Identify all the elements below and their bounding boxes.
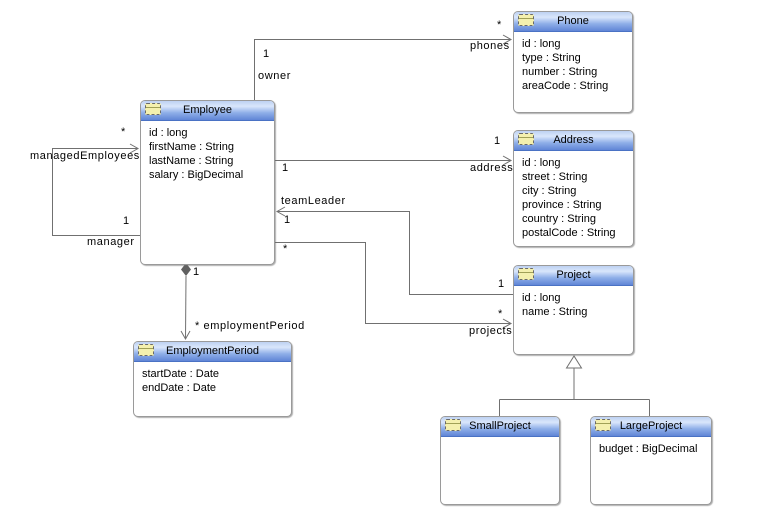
attribute: province : String — [522, 199, 602, 211]
class-project-header: Project — [514, 266, 633, 286]
attribute: type : String — [522, 52, 581, 64]
class-project[interactable]: Project id : long name : String — [513, 265, 634, 355]
open-arrow-icon — [180, 330, 191, 341]
attribute: street : String — [522, 171, 588, 183]
class-small-project-title: SmallProject — [469, 420, 531, 432]
association-phones[interactable] — [254, 34, 513, 100]
class-small-project[interactable]: SmallProject — [440, 416, 560, 505]
class-employee-header: Employee — [141, 101, 274, 121]
aggregation-employment-period[interactable] — [180, 263, 191, 341]
class-project-title: Project — [556, 269, 591, 281]
association-team-leader[interactable] — [275, 206, 513, 295]
attribute: startDate : Date — [142, 368, 220, 380]
attribute: salary : BigDecimal — [149, 169, 244, 181]
hollow-triangle-icon — [565, 355, 583, 369]
class-icon — [518, 14, 534, 26]
attribute: lastName : String — [149, 155, 234, 167]
employment-period-source-multiplicity-label: 1 — [193, 266, 200, 278]
class-large-project-title: LargeProject — [619, 420, 683, 432]
owner-multiplicity-label: 1 — [263, 48, 270, 60]
class-address-attributes: id : long street : String city : String … — [514, 151, 633, 240]
address-source-multiplicity-label: 1 — [282, 162, 289, 174]
generalization-projects[interactable] — [499, 355, 650, 416]
class-employee-attributes: id : long firstName : String lastName : … — [141, 121, 274, 182]
class-icon — [518, 133, 534, 145]
class-large-project-header: LargeProject — [591, 417, 711, 437]
manager-multiplicity-label: 1 — [123, 215, 130, 227]
attribute: id : long — [522, 157, 561, 169]
phones-role-label: phones — [470, 40, 510, 52]
class-address-title: Address — [553, 134, 594, 146]
attribute: id : long — [522, 38, 561, 50]
association-projects[interactable] — [275, 242, 513, 329]
attribute: endDate : Date — [142, 382, 216, 394]
attribute: id : long — [522, 292, 561, 304]
class-icon — [445, 419, 461, 431]
class-icon — [138, 344, 154, 356]
class-address-header: Address — [514, 131, 633, 151]
open-arrow-icon — [502, 318, 513, 329]
attribute: number : String — [522, 66, 598, 78]
class-employment-period-attributes: startDate : Date endDate : Date — [134, 362, 291, 395]
class-employment-period-header: EmploymentPeriod — [134, 342, 291, 362]
attribute: id : long — [149, 127, 188, 139]
attribute: firstName : String — [149, 141, 234, 153]
team-leader-role-label: teamLeader — [281, 195, 346, 207]
class-icon — [595, 419, 611, 431]
projects-source-multiplicity-label: * — [283, 243, 288, 255]
open-arrow-icon — [502, 155, 513, 166]
employment-period-role-label: * employmentPeriod — [195, 320, 305, 332]
managed-employees-role-label: managedEmployees — [30, 150, 140, 162]
class-small-project-attributes — [441, 437, 559, 442]
class-large-project[interactable]: LargeProject budget : BigDecimal — [590, 416, 712, 505]
association-managed-employees[interactable] — [52, 143, 141, 236]
projects-target-multiplicity-label: * — [498, 308, 503, 320]
class-phone-attributes: id : long type : String number : String … — [514, 32, 632, 93]
attribute: areaCode : String — [522, 80, 609, 92]
class-employee[interactable]: Employee id : long firstName : String la… — [140, 100, 275, 265]
owner-role-label: owner — [258, 70, 291, 82]
class-large-project-attributes: budget : BigDecimal — [591, 437, 711, 456]
open-arrow-icon — [275, 206, 286, 217]
attribute: budget : BigDecimal — [599, 443, 698, 455]
class-address[interactable]: Address id : long street : String city :… — [513, 130, 634, 247]
filled-diamond-icon — [181, 263, 191, 276]
team-leader-project-multiplicity-label: 1 — [498, 278, 505, 290]
class-phone-header: Phone — [514, 12, 632, 32]
team-leader-employee-multiplicity-label: 1 — [284, 214, 291, 226]
association-address[interactable] — [275, 155, 513, 166]
class-icon — [518, 268, 534, 280]
open-arrow-icon — [502, 34, 513, 45]
attribute: country : String — [522, 213, 596, 225]
class-phone-title: Phone — [557, 15, 589, 27]
projects-role-label: projects — [469, 325, 513, 337]
attribute: name : String — [522, 306, 588, 318]
manager-role-label: manager — [87, 236, 135, 248]
class-icon — [145, 103, 161, 115]
attribute: postalCode : String — [522, 227, 616, 239]
address-role-label: address — [470, 162, 514, 174]
class-employment-period[interactable]: EmploymentPeriod startDate : Date endDat… — [133, 341, 292, 417]
open-arrow-icon — [129, 143, 140, 154]
class-project-attributes: id : long name : String — [514, 286, 633, 319]
managed-employees-multiplicity-label: * — [121, 126, 126, 138]
phones-target-multiplicity-label: * — [497, 19, 502, 31]
attribute: city : String — [522, 185, 577, 197]
class-phone[interactable]: Phone id : long type : String number : S… — [513, 11, 633, 113]
address-target-multiplicity-label: 1 — [494, 135, 501, 147]
class-employment-period-title: EmploymentPeriod — [166, 345, 259, 357]
class-small-project-header: SmallProject — [441, 417, 559, 437]
class-employee-title: Employee — [183, 104, 232, 116]
